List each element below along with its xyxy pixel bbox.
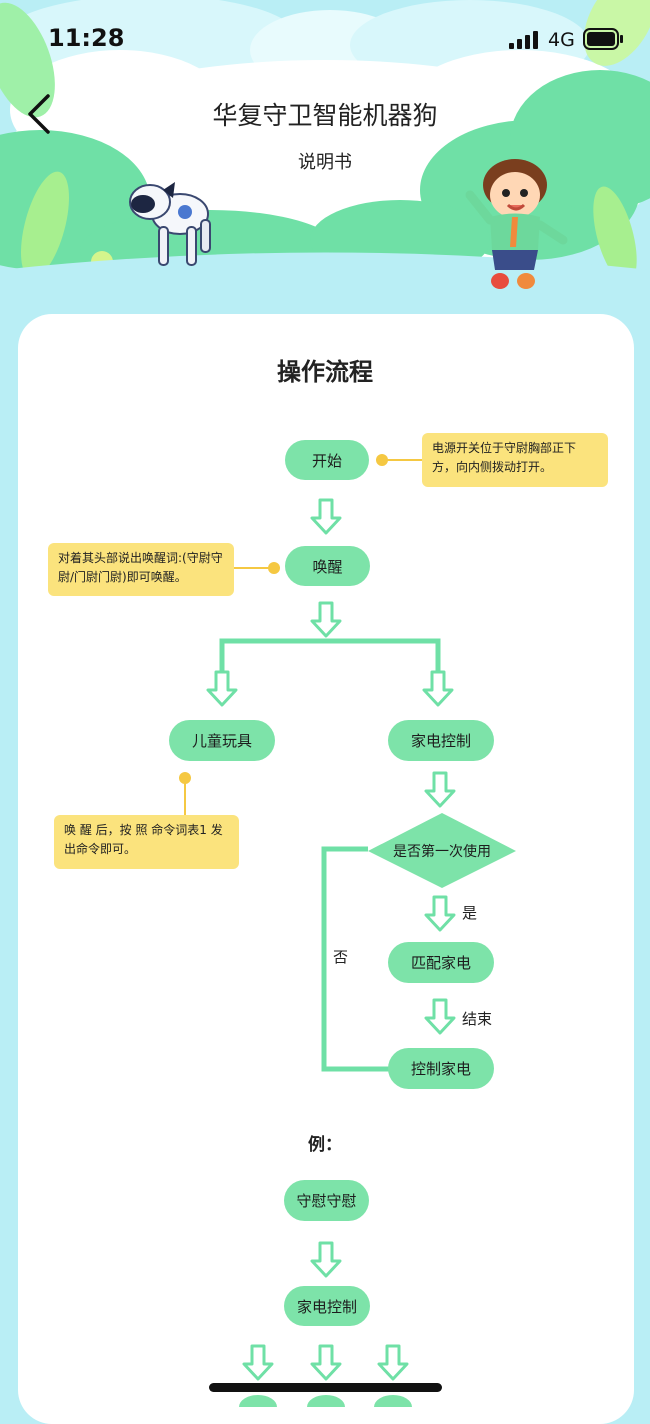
back-icon[interactable] [22,92,62,136]
boy-illustration [465,159,568,289]
node-home-control: 家电控制 [388,720,494,761]
battery-icon [583,28,623,50]
home-indicator[interactable] [209,1383,442,1392]
connector-dot [376,454,388,466]
arrow-down [422,670,454,707]
node-pair: 匹配家电 [388,942,494,983]
note-power: 电源开关位于守尉胸部正下方，向内侧拨动打开。 [422,433,608,487]
arrow-down [310,601,342,638]
node-first-use: 是否第一次使用 [393,844,491,860]
arrow-down [424,895,456,932]
network-type: 4G [548,29,575,51]
label-end: 结束 [462,1010,493,1028]
label-no: 否 [333,948,349,966]
arrow-down [310,498,342,535]
example-node-home-control: 家电控制 [284,1286,370,1326]
note-wake: 对着其头部说出唤醒词:(守尉守尉/门尉门尉)即可唤醒。 [48,543,234,596]
arrow-down [310,1344,342,1381]
header-illustration [0,0,650,330]
node-kids-toy: 儿童玩具 [169,720,275,761]
status-time: 11:28 [48,24,125,52]
arrow-down [377,1344,409,1381]
node-wake: 唤醒 [285,546,370,586]
arrow-down [424,998,456,1035]
page-subtitle: 说明书 [298,152,352,173]
connector-dot [179,772,191,784]
status-bar: 11:28 4G [0,0,650,80]
decision-diamond [368,813,516,888]
node-start: 开始 [285,440,369,480]
signal-icon [509,31,538,49]
arrow-down [206,670,238,707]
arrow-down [310,1241,342,1278]
connector-dot [268,562,280,574]
node-control: 控制家电 [388,1048,494,1089]
section-heading: 操作流程 [277,358,373,386]
arrow-down [424,771,456,808]
example-node-wake-word: 守慰守慰 [284,1180,369,1221]
note-toy: 唤 醒 后，按 照 命令词表1 发出命令即可。 [54,815,239,869]
page-title: 华复守卫智能机器狗 [212,101,438,130]
robot-dog-illustration [129,172,215,266]
label-yes: 是 [462,904,478,922]
arrow-down [242,1344,274,1381]
example-heading: 例： [308,1135,342,1155]
